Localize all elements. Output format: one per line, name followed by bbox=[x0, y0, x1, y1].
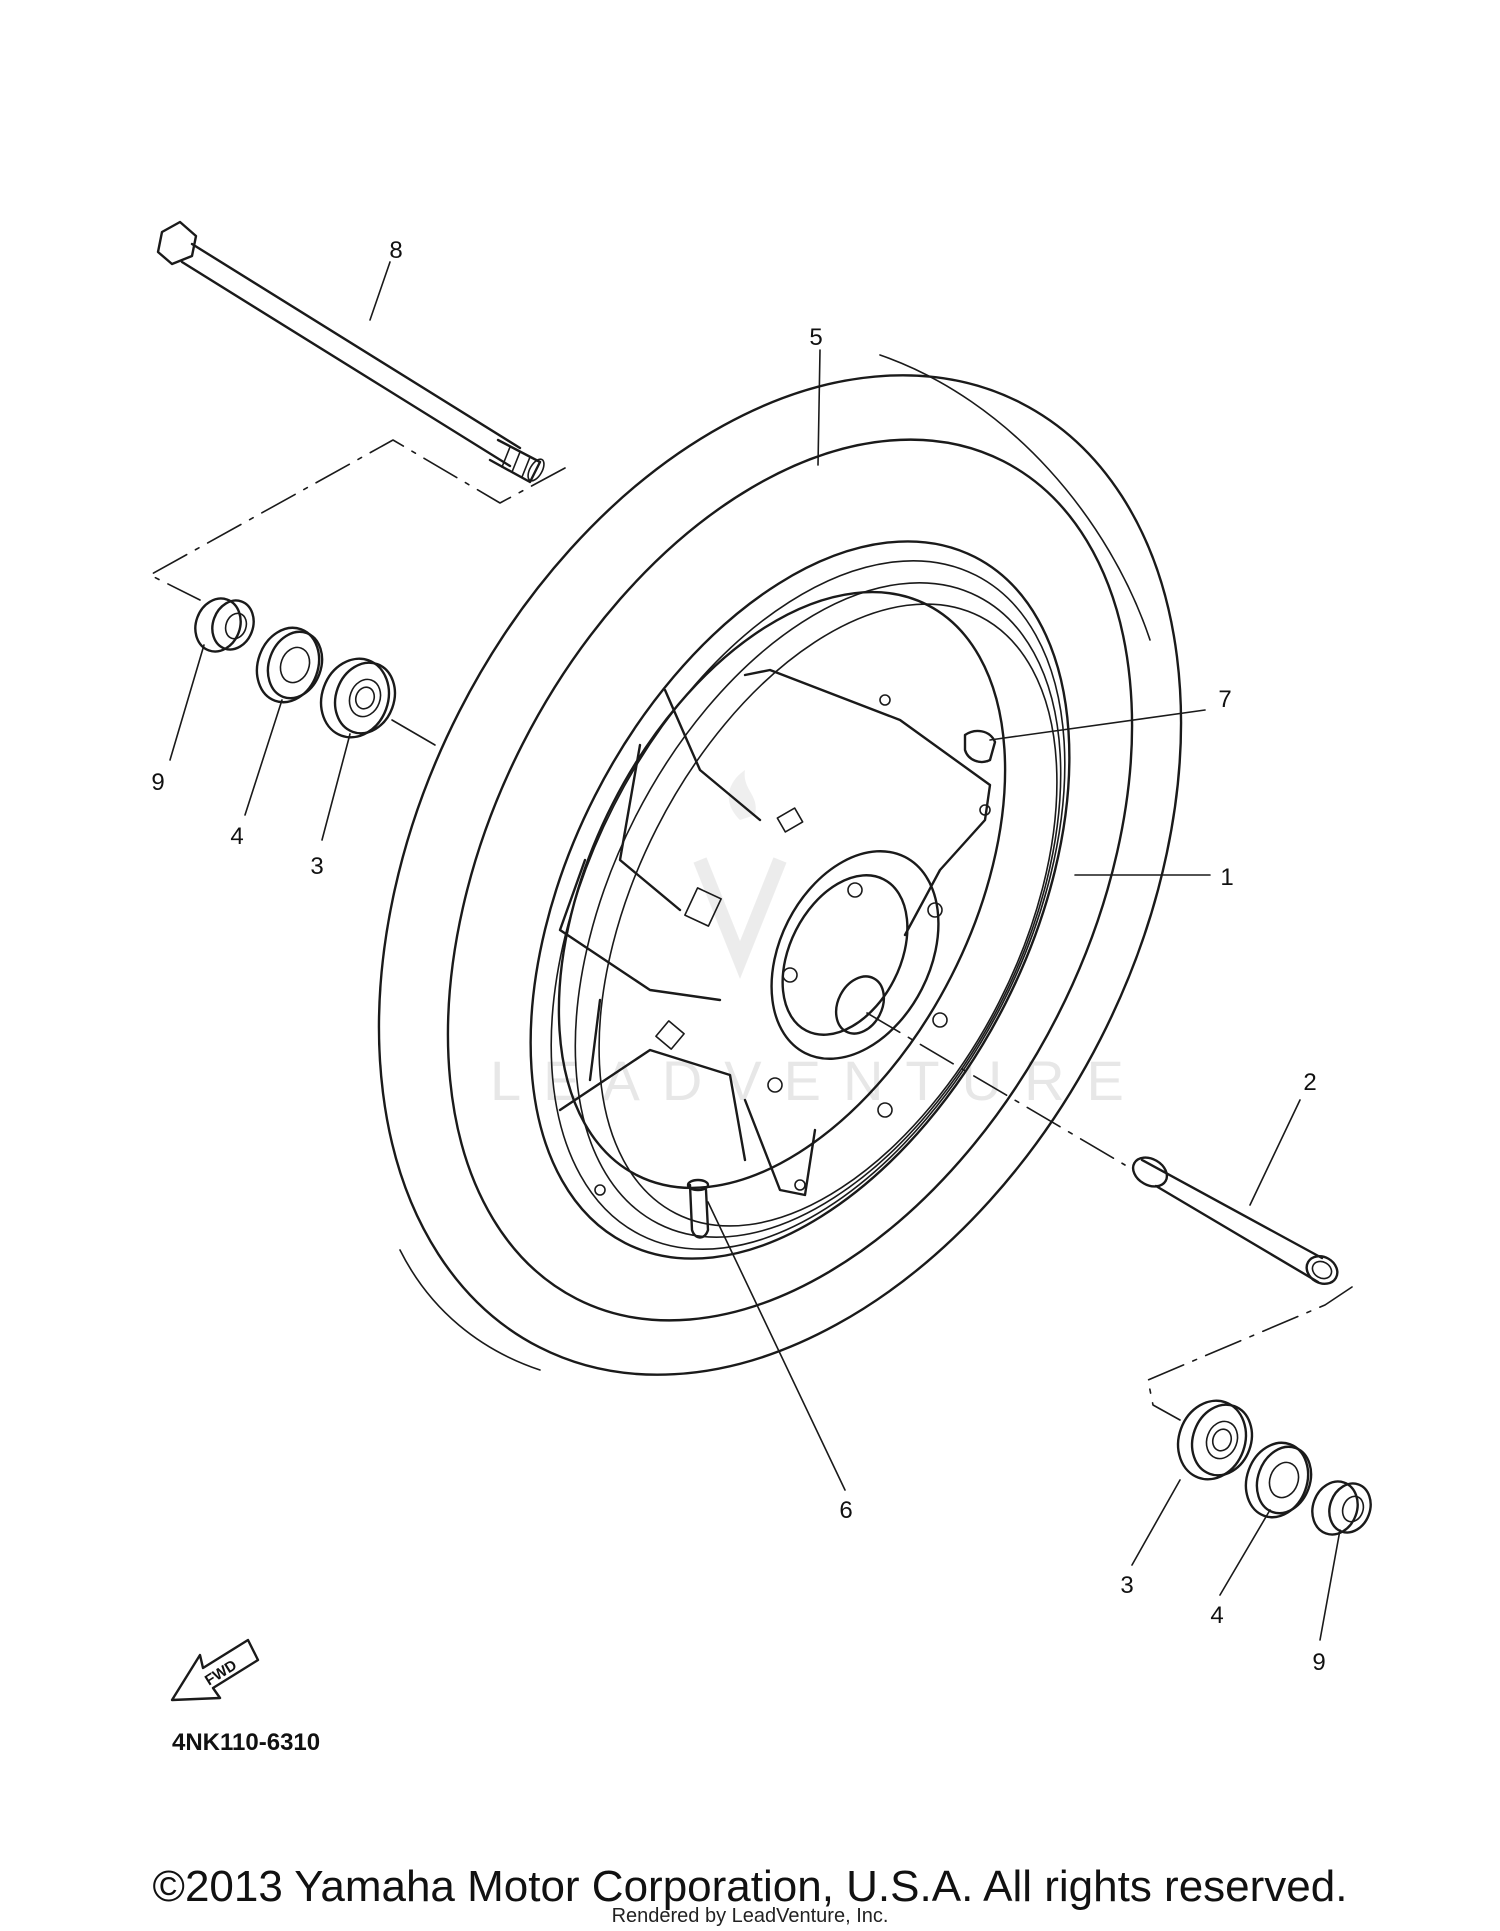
part-number: 4NK110-6310 bbox=[172, 1729, 320, 1756]
left-collar bbox=[194, 597, 255, 653]
callout-6: 6 bbox=[839, 1497, 852, 1524]
left-bearing bbox=[319, 657, 397, 739]
assembly-lines bbox=[149, 439, 1353, 1421]
right-bearing bbox=[1176, 1399, 1254, 1481]
left-oil-seal bbox=[255, 626, 324, 704]
callout-4-right: 4 bbox=[1210, 1602, 1223, 1629]
right-oil-seal bbox=[1244, 1441, 1313, 1519]
callout-1: 1 bbox=[1220, 864, 1233, 891]
callout-4-left: 4 bbox=[230, 823, 243, 850]
copyright-notice: ©2013 Yamaha Motor Corporation, U.S.A. A… bbox=[152, 1862, 1348, 1911]
callout-9-left: 9 bbox=[151, 769, 164, 796]
axle bbox=[156, 220, 545, 484]
right-collar bbox=[1311, 1480, 1372, 1536]
wheel-rim bbox=[529, 540, 1071, 1260]
callout-2: 2 bbox=[1303, 1069, 1316, 1096]
fwd-arrow: FWD bbox=[170, 1638, 260, 1702]
rendered-by-notice: Rendered by LeadVenture, Inc. bbox=[611, 1905, 889, 1927]
valve-stem bbox=[686, 1178, 710, 1239]
callout-9-right: 9 bbox=[1312, 1649, 1325, 1676]
callouts: 1 2 3 4 9 5 6 7 8 9 4 3 bbox=[151, 237, 1325, 1676]
tire bbox=[377, 354, 1183, 1376]
wheel-spokes-hub bbox=[558, 668, 992, 1197]
collar-spacer bbox=[1131, 1156, 1339, 1286]
callout-7: 7 bbox=[1218, 686, 1231, 713]
callout-5: 5 bbox=[809, 324, 822, 351]
leader-lines bbox=[169, 261, 1341, 1641]
callout-3-right: 3 bbox=[1120, 1572, 1133, 1599]
callout-8: 8 bbox=[389, 237, 402, 264]
balance-weight bbox=[963, 729, 997, 764]
callout-3-left: 3 bbox=[310, 853, 323, 880]
